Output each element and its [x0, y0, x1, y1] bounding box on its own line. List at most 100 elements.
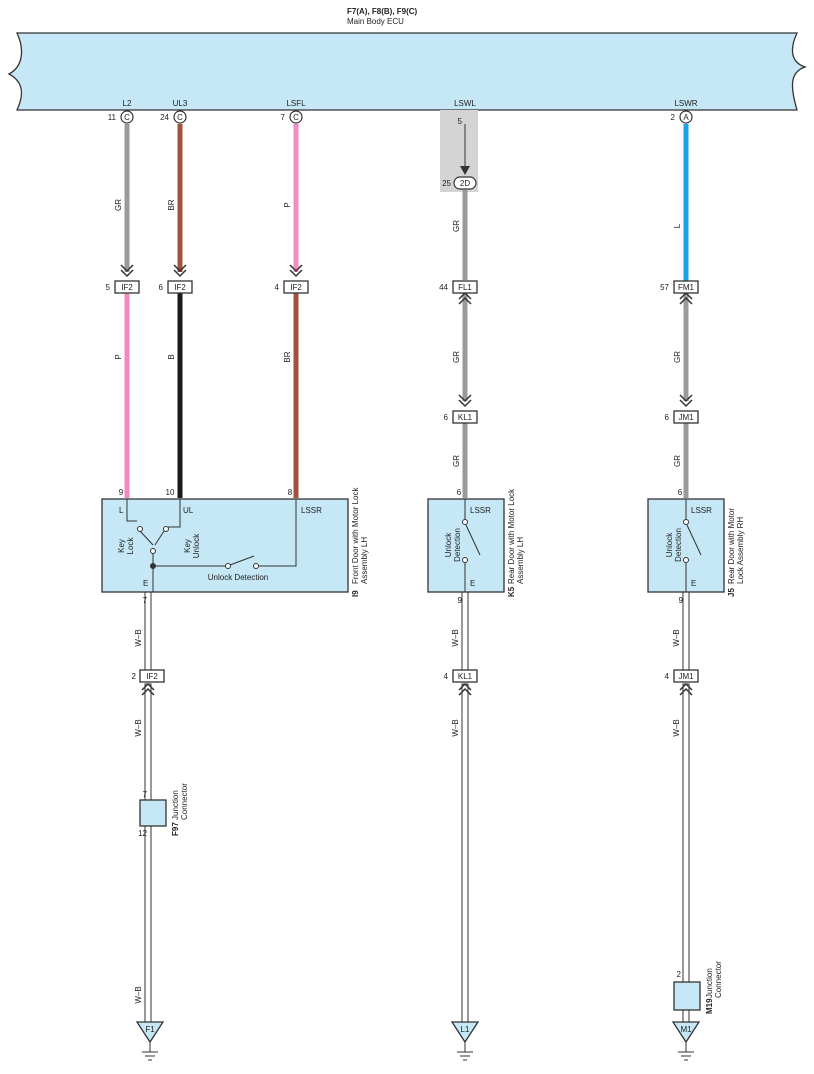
component-id-f97: F97 [171, 822, 180, 836]
svg-text:2D: 2D [460, 179, 470, 188]
connector-if2: IF2 [167, 280, 193, 294]
connector-if2: IF2 [283, 280, 309, 294]
wire-label-wb: W–B [134, 986, 143, 1003]
connector-if2: IF2 [139, 669, 165, 683]
component-id-k5: K5 [507, 586, 516, 597]
terminal-lssr: LSSR [470, 506, 491, 515]
pin-4: 4 [444, 672, 449, 681]
wire-lswl-gr-3 [462, 423, 468, 498]
pin-4: 4 [275, 283, 280, 292]
wire-label-wb: W–B [134, 629, 143, 646]
svg-text:C: C [124, 113, 130, 122]
front-door-internal-circuit [126, 499, 297, 592]
ecu-name: Main Body ECU [347, 17, 404, 26]
ecu-pin-l2-signal: L2 [123, 99, 132, 108]
wire-label-wb: W–B [134, 719, 143, 736]
connector-2d-oval: 2D [453, 176, 477, 190]
ecu-pin-ul3-number: 24 [160, 113, 169, 122]
wire-label-l: L [673, 223, 682, 228]
wire-lswr-l [683, 124, 689, 282]
svg-text:IF2: IF2 [121, 283, 133, 292]
ecu-pin-lsfl-signal: LSFL [286, 99, 306, 108]
svg-text:IF2: IF2 [290, 283, 302, 292]
terminal-l: L [119, 506, 124, 515]
pin-25: 25 [442, 179, 451, 188]
pin-6: 6 [444, 413, 449, 422]
pin-9: 9 [119, 488, 124, 497]
ground-f1-label: F1 [145, 1025, 155, 1034]
terminal-e: E [691, 579, 696, 588]
wire-l2-gr [124, 124, 130, 272]
wire-label-gr: GR [673, 455, 682, 467]
pin-9: 9 [458, 596, 463, 605]
wire-label-gr: GR [673, 351, 682, 363]
terminal-e: E [143, 579, 148, 588]
wire-rearlh-ground-wb [461, 591, 469, 1023]
unlock-detection-label: UnlockDetection [444, 528, 462, 562]
unlock-detection-label: Unlock Detection [208, 573, 268, 582]
wire-label-gr: GR [452, 220, 461, 232]
ground-icon [671, 1021, 701, 1061]
ecu-connector-title: F7(A), F8(B), F9(C) [347, 7, 418, 16]
pin-4: 4 [665, 672, 670, 681]
pin-7: 7 [143, 596, 148, 605]
rear-door-lock-assembly-lh [427, 498, 505, 593]
connector-if2: IF2 [114, 280, 140, 294]
svg-text:IF2: IF2 [174, 283, 186, 292]
ecu-pin-lswl-signal: LSWL [454, 99, 476, 108]
wire-ul3-br [177, 124, 183, 272]
wire-lswl-gr-1 [462, 190, 468, 280]
svg-text:C: C [177, 113, 183, 122]
svg-text:A: A [683, 113, 689, 122]
svg-text:KL1: KL1 [458, 413, 473, 422]
terminal-lssr: LSSR [691, 506, 712, 515]
ecu-pin-lswr-number: 2 [671, 113, 676, 122]
pin-57: 57 [660, 283, 669, 292]
pin-12: 12 [138, 829, 147, 838]
ecu-pin-lswr-circle: A [679, 110, 693, 124]
wire-label-gr: GR [114, 199, 123, 211]
svg-text:C: C [293, 113, 299, 122]
wire-l2-p [124, 293, 130, 498]
junction-connector-m19 [673, 981, 701, 1011]
key-lock-label: KeyLock [117, 537, 135, 555]
terminal-e: E [470, 579, 475, 588]
ground-m1-label: M1 [680, 1025, 692, 1034]
unlock-detection-label: UnlockDetection [665, 528, 683, 562]
rear-rh-switch [683, 499, 702, 592]
wire-lswr-gr-1 [683, 293, 689, 401]
rear-door-lh-name: Rear Door with Motor LockAssembly LH [507, 488, 525, 584]
wire-label-p: P [114, 354, 123, 359]
ecu-pin-lsfl-circle: C [289, 110, 303, 124]
front-door-name: Front Door with Motor LockAssembly LH [351, 487, 369, 584]
wire-lswr-gr-2 [683, 423, 689, 498]
wire-label-br: BR [167, 199, 176, 210]
ecu-pin-l2-number: 11 [108, 113, 117, 122]
terminal-ul: UL [183, 506, 194, 515]
rear-lh-switch [462, 499, 481, 592]
connector-kl1: KL1 [452, 410, 478, 424]
junction-f97-name: JunctionConnector [171, 783, 189, 820]
chevron-down-icon [120, 264, 693, 408]
chevron-up-icon [141, 291, 693, 696]
wire-label-wb: W–B [451, 629, 460, 646]
main-body-ecu-box [7, 32, 808, 111]
connector-jm1: JM1 [673, 669, 699, 683]
wire-ul3-b [177, 293, 183, 498]
front-door-lock-assembly-lh [101, 498, 349, 593]
wire-label-gr: GR [452, 455, 461, 467]
pin-2: 2 [132, 672, 137, 681]
wire-label-wb: W–B [672, 629, 681, 646]
pin-9: 9 [679, 596, 684, 605]
wire-lsfl-br [293, 293, 299, 498]
terminal-lssr: LSSR [301, 506, 322, 515]
ecu-pin-l2-circle: C [120, 110, 134, 124]
ground-icon [450, 1021, 480, 1061]
wire-lsfl-p [293, 124, 299, 272]
svg-text:FM1: FM1 [678, 283, 695, 292]
ground-l1-label: L1 [461, 1025, 470, 1034]
junction-m19-name: JunctionConnector [705, 961, 723, 998]
wire-label-gr: GR [452, 351, 461, 363]
svg-text:IF2: IF2 [146, 672, 158, 681]
